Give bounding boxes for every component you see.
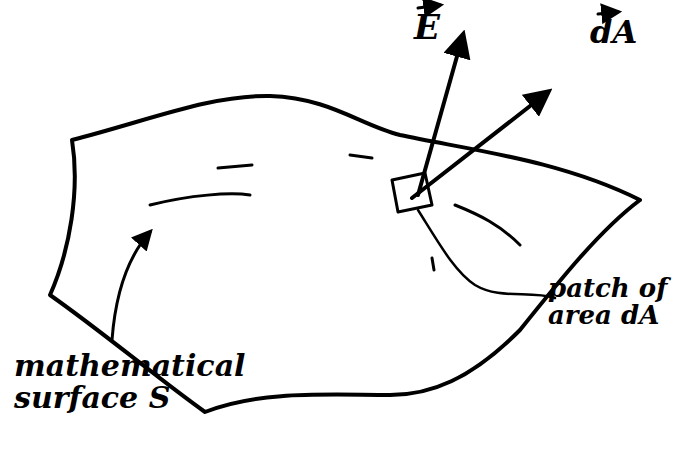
- leader-line: [418, 210, 555, 298]
- vector-label: dA: [590, 16, 670, 50]
- e-vector: [418, 35, 463, 195]
- surface-stroke: [218, 165, 252, 168]
- e-vector-mark: [418, 5, 440, 8]
- vector-label: E: [414, 10, 474, 46]
- patch: [392, 173, 432, 212]
- leader-line: [112, 232, 150, 340]
- surface-label: mathematical surface S: [14, 350, 244, 413]
- da-vector: [412, 92, 548, 198]
- surface-stroke: [432, 258, 434, 270]
- da-vector-mark: [598, 12, 618, 14]
- surface-stroke: [455, 205, 520, 245]
- surface-stroke: [350, 155, 372, 158]
- surface-stroke: [150, 194, 250, 205]
- patch-label: patch of area dA: [548, 275, 683, 330]
